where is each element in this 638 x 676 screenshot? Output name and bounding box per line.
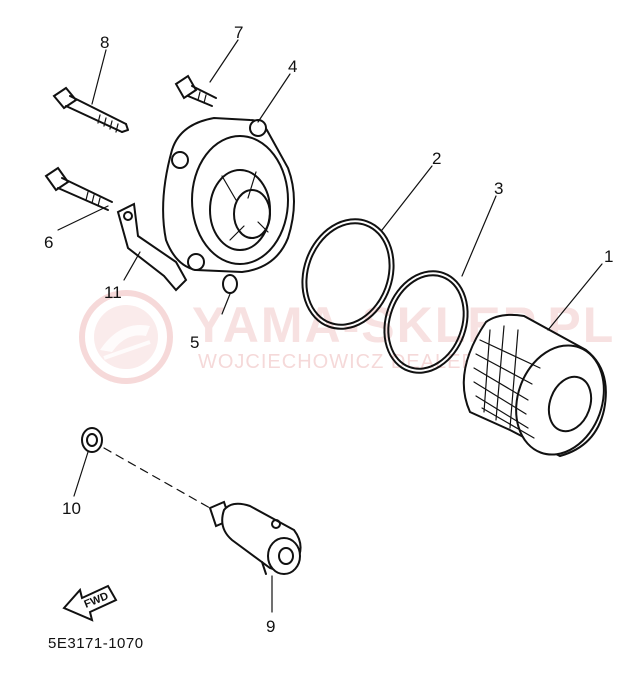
watermark-logo-icon [79,290,173,384]
part-11-bracket [116,202,188,292]
part-1-oil-filter [462,313,607,458]
callout-8: 8 [100,33,109,52]
part-8-long-bolt [52,86,129,133]
watermark-sub: WOJCIECHOWICZ DEALER [198,351,477,373]
part-5-small-o-ring [222,274,238,294]
part-6-bolt [44,166,113,211]
callout-6: 6 [44,233,53,252]
part-10-washer [81,427,103,453]
callout-3: 3 [494,179,503,198]
callout-5: 5 [190,333,199,352]
part-7-short-bolt [174,74,217,107]
callout-9: 9 [266,617,275,636]
callout-2: 2 [432,149,441,168]
part-3-o-ring [383,270,469,374]
callout-4: 4 [288,57,297,76]
leader-lines [57,39,603,613]
part-4-filter-cover [162,116,295,274]
assembly-line [103,447,211,509]
callout-1: 1 [604,247,613,266]
callout-10: 10 [62,499,81,518]
callout-11: 11 [104,283,122,302]
callout-7: 7 [234,23,243,42]
part-9-union-bolt [208,500,302,575]
part-code: 5E3171-1070 [48,635,144,652]
part-2-o-ring [301,218,395,330]
fwd-arrow-icon: FWD [62,584,118,622]
callouts: 1 2 3 4 5 6 7 8 9 10 11 [44,23,613,636]
